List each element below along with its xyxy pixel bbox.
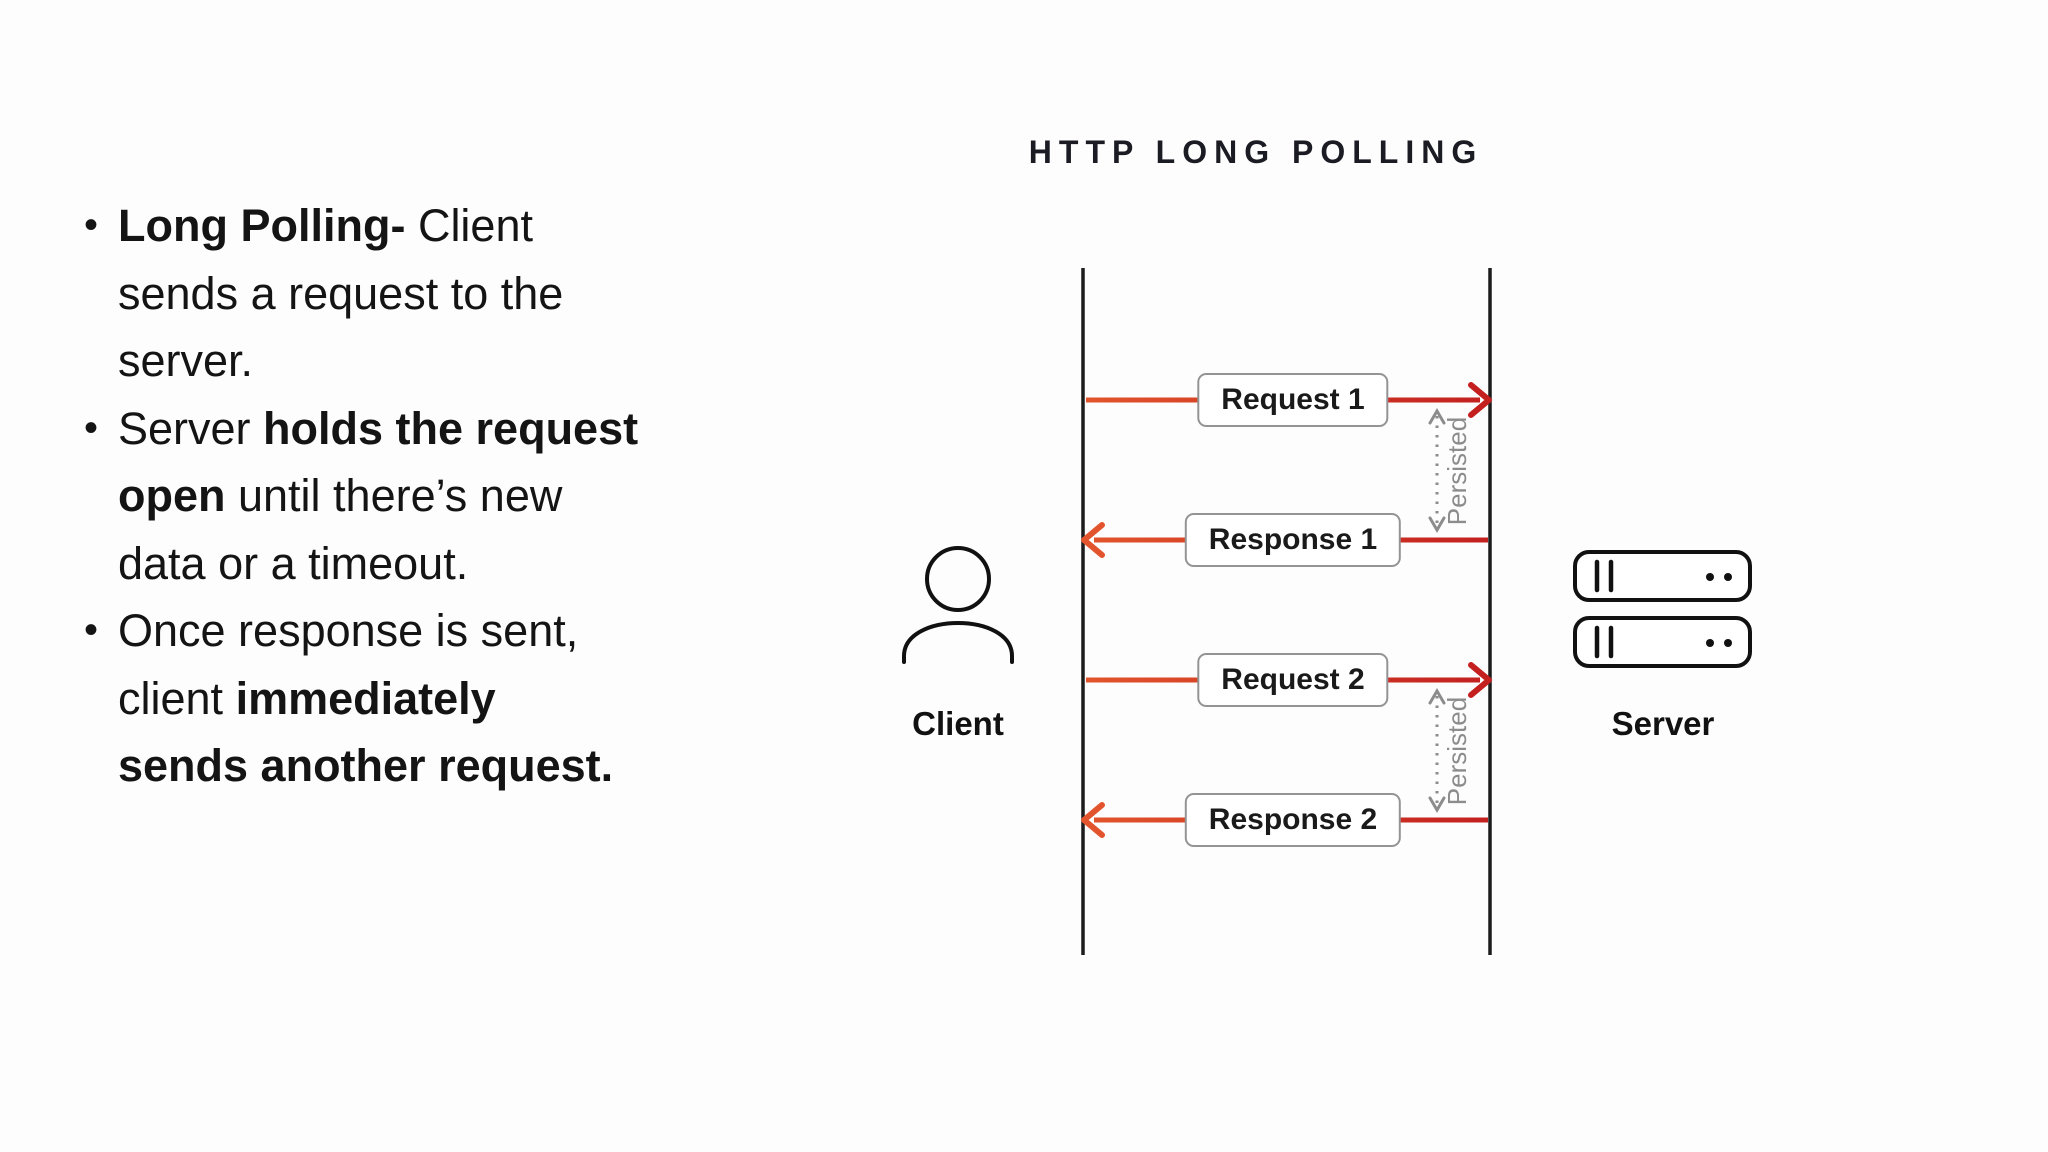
bullet-line: sends another request. — [118, 740, 614, 791]
bullet-list: • Long Polling- Client sends a request t… — [84, 192, 844, 800]
client-person-icon — [902, 546, 1014, 664]
arrowhead-left-icon — [1081, 802, 1105, 838]
bullet-line: Long Polling- Client — [118, 200, 533, 251]
message-box-request-1: Request 1 — [1197, 373, 1389, 427]
diagram-title: HTTP LONG POLLING — [1028, 134, 1484, 170]
bullet-item-server-holds: • Server holds the request open until th… — [84, 395, 844, 598]
message-box-request-2: Request 2 — [1197, 653, 1389, 707]
bullet-line: open until there’s new — [118, 470, 563, 521]
arrowhead-left-icon — [1081, 522, 1105, 558]
bullet-line: Server holds the request — [118, 402, 639, 454]
arrowhead-right-icon — [1468, 382, 1492, 418]
bullet-marker: • — [84, 608, 99, 652]
persisted-span-1 — [1428, 408, 1446, 533]
server-stack-icon — [1573, 550, 1752, 668]
dashed-arrow-up-icon — [1428, 408, 1446, 425]
arrowhead-right-icon — [1468, 662, 1492, 698]
server-label: Server — [1611, 705, 1715, 742]
long-polling-diagram: Persisted Persisted — [902, 268, 1752, 955]
message-box-response-2: Response 2 — [1184, 793, 1402, 847]
dashed-arrow-up-icon — [1428, 688, 1446, 705]
dashed-arrow-down-icon — [1428, 796, 1446, 813]
bullet-line: client immediately — [118, 672, 496, 724]
dashed-arrow-down-icon — [1428, 516, 1446, 533]
persisted-span-2 — [1428, 688, 1446, 813]
client-label: Client — [912, 705, 1004, 742]
persisted-label-2: Persisted — [1442, 697, 1472, 805]
bullet-marker: • — [84, 405, 99, 450]
bullet-line: sends a request to the — [118, 267, 564, 319]
bullet-line: server. — [118, 335, 254, 386]
bullet-item-immediate-request: • Once response is sent, client immediat… — [84, 597, 844, 800]
bullet-marker: • — [84, 203, 99, 247]
persisted-label-1: Persisted — [1442, 417, 1472, 525]
bullet-line: data or a timeout. — [118, 537, 469, 589]
bullet-item-long-polling: • Long Polling- Client sends a request t… — [84, 192, 844, 395]
message-box-response-1: Response 1 — [1184, 513, 1402, 567]
bullet-line: Once response is sent, — [118, 605, 579, 656]
